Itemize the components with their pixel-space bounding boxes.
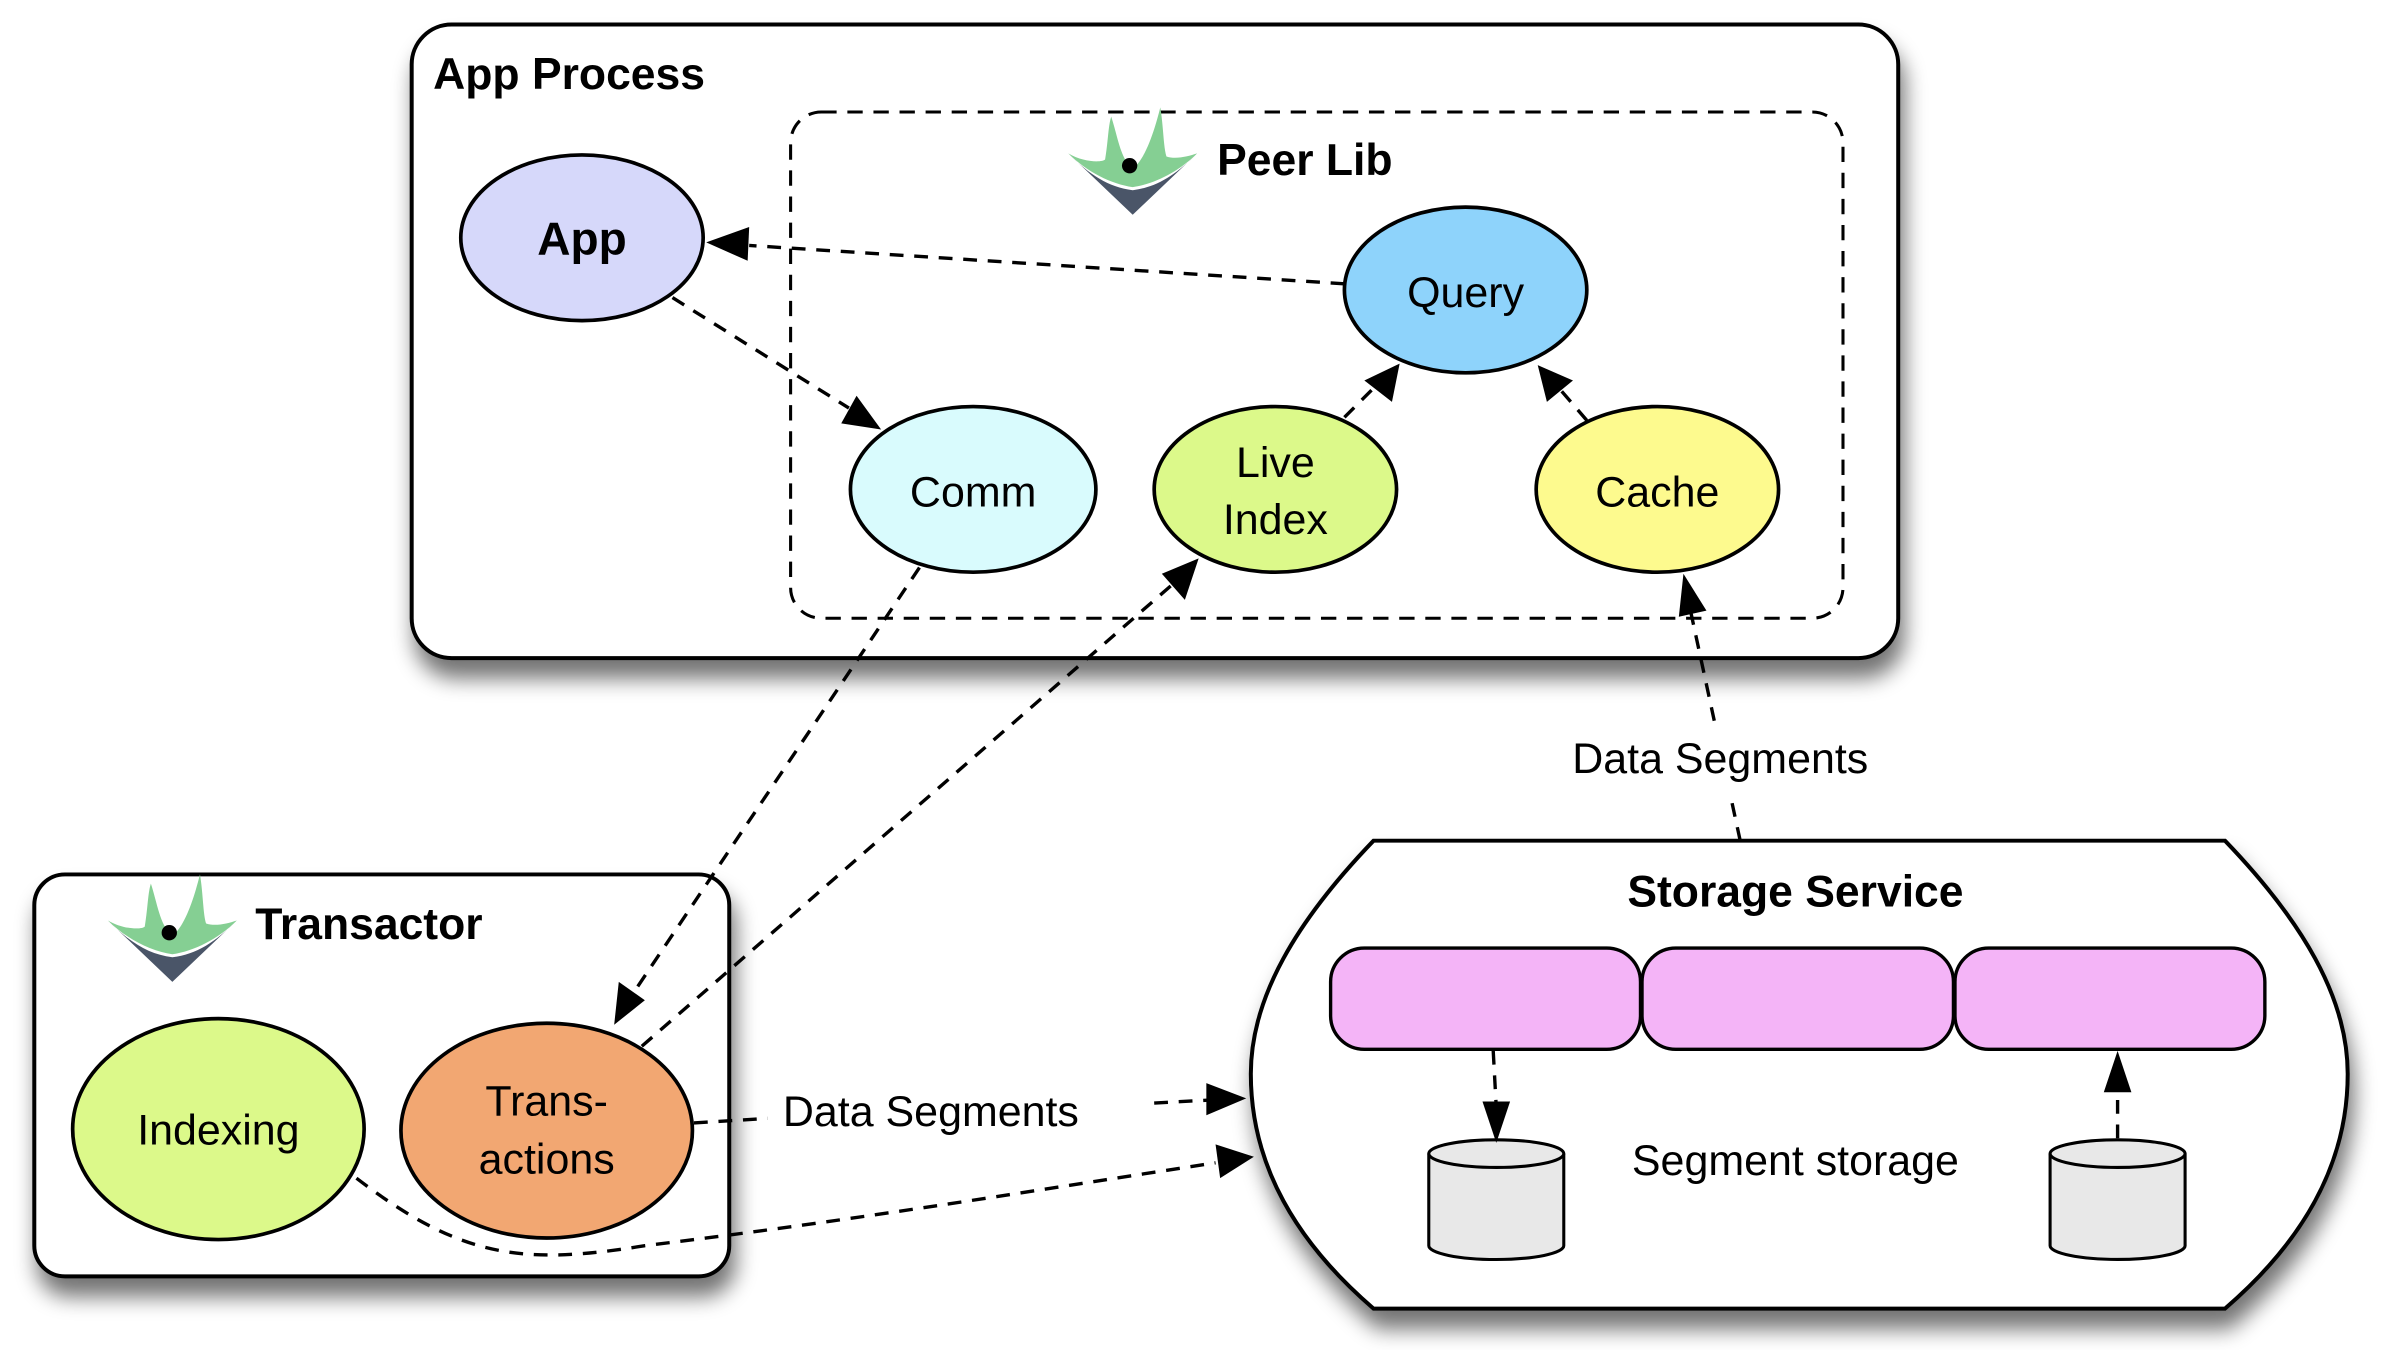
indexing-to-storage-arrow — [355, 1161, 1216, 1257]
cache-node-label: Cache — [1595, 468, 1719, 516]
comm-node-label: Comm — [910, 468, 1036, 516]
comm-node: Comm — [848, 404, 1098, 575]
transactions-label-line1: Trans- — [485, 1077, 607, 1125]
arrowhead — [1364, 363, 1400, 402]
indexing-node: Indexing — [70, 1016, 366, 1242]
live-index-label-line2: Index — [1223, 496, 1328, 544]
transactions-to-liveindex-arrow — [640, 581, 1176, 1048]
segment-storage-label: Segment storage — [1632, 1137, 1959, 1185]
app-node: App — [458, 153, 706, 323]
storage-segment — [1640, 946, 1956, 1052]
arrowhead — [841, 395, 882, 430]
edges: Data Segments Data Segments — [355, 227, 1911, 1257]
arrowhead — [614, 981, 645, 1025]
transactions-to-storage-arrow-tail — [1154, 1098, 1213, 1105]
transactions-node: Trans- actions — [399, 1021, 695, 1240]
peer-lib-container: Peer Lib — [789, 107, 1845, 620]
app-process-container: App Process — [409, 22, 1901, 661]
cache-to-query-arrow — [1556, 385, 1589, 422]
transactor-title: Transactor — [255, 900, 482, 949]
transactions-to-storage-arrow — [693, 1116, 768, 1125]
cache-node: Cache — [1534, 404, 1781, 575]
app-node-label: App — [537, 213, 626, 265]
storage-cylinder-icon — [1427, 1138, 1566, 1262]
arrowhead — [1537, 365, 1573, 402]
arrowhead — [1678, 573, 1707, 617]
query-node: Query — [1342, 205, 1589, 375]
arrowhead — [1482, 1101, 1511, 1143]
comm-to-transactions-arrow — [631, 566, 921, 996]
app-to-comm-arrow — [671, 296, 850, 410]
query-to-app-arrow — [749, 243, 1345, 286]
arrowhead — [2103, 1050, 2132, 1093]
peer-lib-title: Peer Lib — [1217, 136, 1392, 185]
live-index-label-line1: Live — [1236, 439, 1315, 487]
indexing-node-label: Indexing — [137, 1106, 299, 1154]
transactions-label-line2: actions — [479, 1136, 615, 1184]
liveindex-to-query-arrow — [1343, 382, 1380, 419]
storage-segment — [1328, 946, 1643, 1052]
storage-service-container: Storage Service Segment storage — [1248, 838, 2350, 1311]
query-node-label: Query — [1407, 269, 1524, 317]
segment-to-storage-arrow — [1491, 1050, 1498, 1108]
arrowhead — [706, 227, 750, 261]
arrowhead — [1215, 1144, 1254, 1179]
app-process-title: App Process — [433, 50, 705, 99]
arrowhead — [1161, 558, 1199, 600]
storage-service-title: Storage Service — [1627, 868, 1963, 917]
arrowhead — [1206, 1083, 1247, 1116]
data-segments-label: Data Segments — [783, 1088, 1079, 1136]
storage-segment — [1953, 946, 2267, 1052]
data-segments-label: Data Segments — [1572, 735, 1868, 783]
live-index-node: Live Index — [1152, 404, 1399, 575]
storage-cylinder-icon — [2048, 1138, 2187, 1262]
